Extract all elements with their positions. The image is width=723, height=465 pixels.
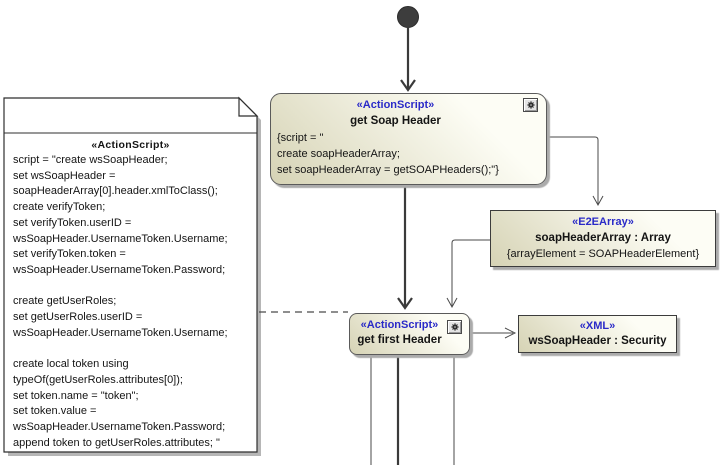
node-constraint: {arrayElement = SOAPHeaderElement} bbox=[506, 248, 700, 260]
arrowhead bbox=[504, 327, 517, 339]
arrowhead bbox=[446, 297, 458, 309]
node-script-text: {script = "create soapHeaderArray;set so… bbox=[277, 132, 499, 176]
note-shape[interactable] bbox=[3, 97, 258, 453]
node-name: get Soap Header bbox=[350, 115, 441, 127]
note-stereotype-label: «ActionScript» bbox=[91, 139, 170, 151]
object-node-ws-soap-header[interactable]: «XML» wsSoapHeader : Security bbox=[518, 315, 677, 353]
stereotype-label: «E2EArray» bbox=[572, 216, 634, 228]
gear-icon bbox=[447, 320, 462, 334]
stereotype-label: «ActionScript» bbox=[356, 99, 435, 111]
arrowhead bbox=[397, 297, 413, 310]
link-get-soap-header-to-array[interactable] bbox=[548, 136, 599, 204]
gear-icon bbox=[523, 98, 538, 112]
initial-node[interactable] bbox=[397, 6, 419, 28]
object-node-soap-header-array[interactable]: «E2EArray» soapHeaderArray : Array {arra… bbox=[490, 210, 716, 267]
arrowhead bbox=[400, 79, 416, 92]
stereotype-label: «ActionScript» bbox=[360, 319, 439, 331]
action-node-get-first-header[interactable]: «ActionScript» get first Header bbox=[349, 313, 470, 355]
script-note[interactable]: «ActionScript» script = "create wsSoapHe… bbox=[4, 98, 257, 452]
note-fold-corner bbox=[238, 96, 259, 117]
arrowhead bbox=[592, 195, 604, 207]
link-array-to-get-first-header[interactable] bbox=[451, 239, 490, 306]
action-node-get-soap-header[interactable]: «ActionScript» get Soap Header {script =… bbox=[270, 93, 547, 185]
node-name: get first Header bbox=[357, 334, 442, 346]
stereotype-label: «XML» bbox=[579, 320, 616, 332]
note-script-text: script = "create wsSoapHeader;set wsSoap… bbox=[13, 154, 228, 449]
node-name: wsSoapHeader : Security bbox=[528, 335, 667, 347]
node-name: soapHeaderArray : Array bbox=[535, 232, 671, 244]
